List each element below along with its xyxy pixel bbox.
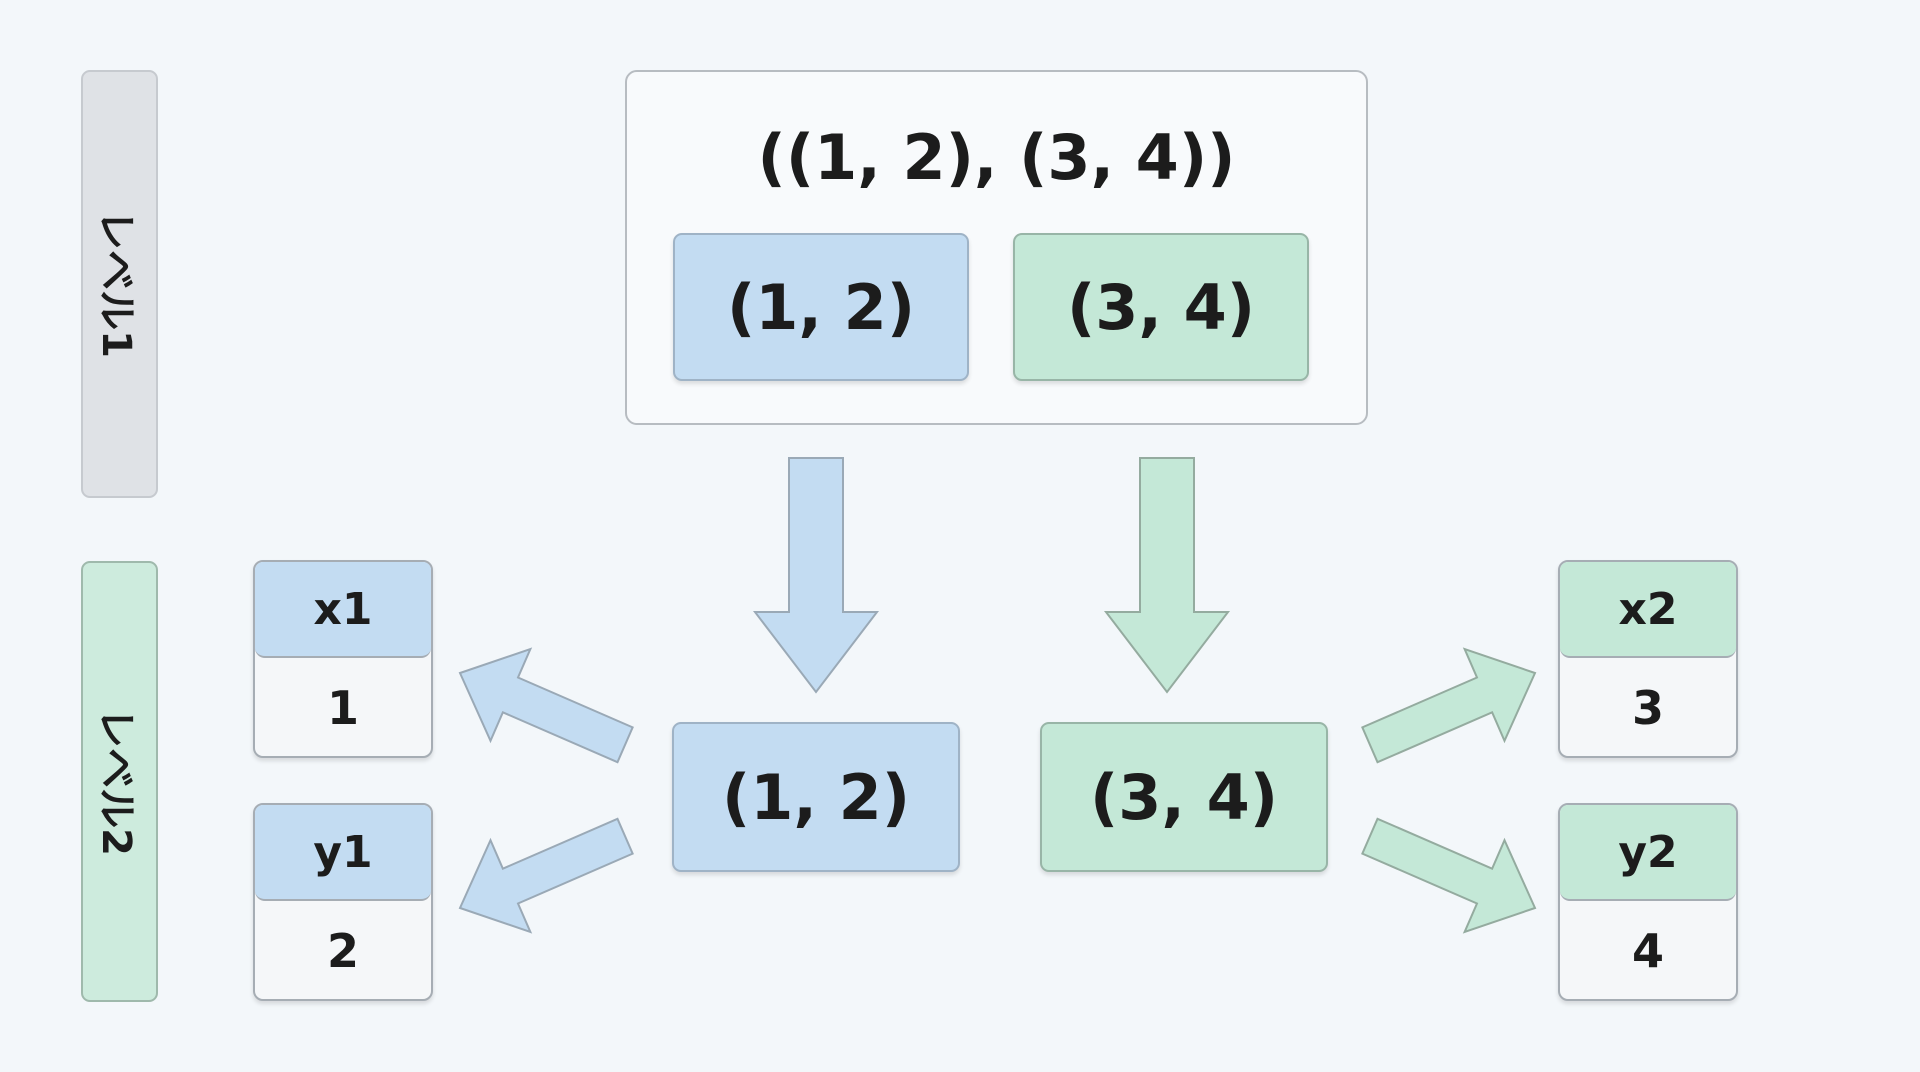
var-value-x1: 1 [326, 681, 359, 735]
arrow-to-y2 [1361, 817, 1537, 934]
level-1-bar: レベル1 [81, 70, 158, 498]
var-card-y2: y2 4 [1558, 803, 1738, 1001]
var-value-x2: 3 [1631, 681, 1664, 735]
var-name-x2: x2 [1560, 562, 1736, 658]
arrow-to-x2 [1361, 647, 1537, 764]
var-value-y2: 4 [1631, 924, 1664, 978]
outer-right-tuple: (3, 4) [1013, 233, 1309, 381]
var-card-x1: x1 1 [253, 560, 433, 758]
var-name-x1: x1 [255, 562, 431, 658]
var-card-x2: x2 3 [1558, 560, 1738, 758]
outer-left-tuple: (1, 2) [673, 233, 969, 381]
level-2-bar: レベル2 [81, 561, 158, 1002]
arrow-to-y1 [458, 817, 634, 934]
middle-left-tuple: (1, 2) [672, 722, 960, 872]
arrow-to-x1 [458, 647, 634, 764]
var-card-y1: y1 2 [253, 803, 433, 1001]
middle-right-tuple: (3, 4) [1040, 722, 1328, 872]
down-arrow-blue [752, 457, 880, 694]
nested-tuple-title: ((1, 2), (3, 4)) [757, 121, 1236, 194]
var-value-y1: 2 [326, 924, 359, 978]
var-name-y1: y1 [255, 805, 431, 901]
down-arrow-green [1103, 457, 1231, 694]
var-name-y2: y2 [1560, 805, 1736, 901]
